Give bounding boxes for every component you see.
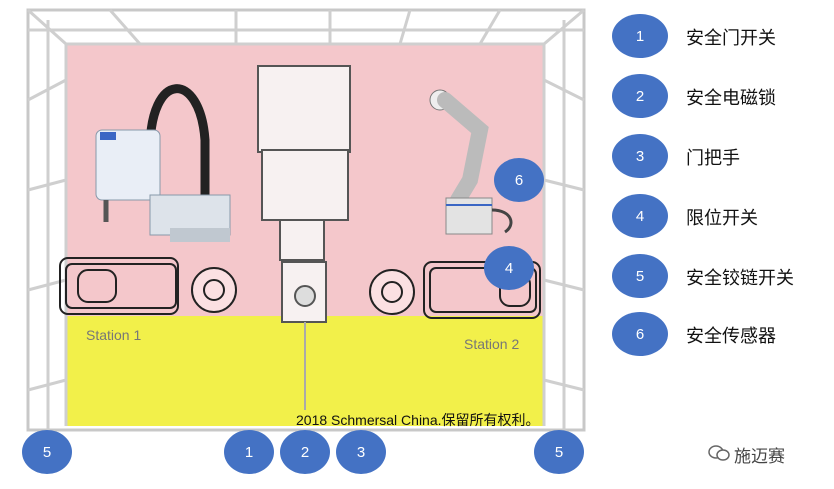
scara-robot: [95, 84, 231, 242]
marker-number: 1: [244, 443, 254, 461]
legend-number-badge: 2: [612, 74, 668, 118]
marker-solenoid-lock: 2: [280, 430, 330, 474]
legend-item-door-handle: 3 门把手: [612, 134, 834, 178]
marker-number: 2: [300, 443, 310, 461]
legend-number-badge: 4: [612, 194, 668, 238]
station-1-label: Station 1: [86, 327, 142, 343]
wechat-icon: [708, 444, 730, 467]
legend-label: 安全铰链开关: [686, 268, 794, 289]
legend-item-door-switch: 1 安全门开关: [612, 14, 834, 58]
marker-number: 6: [514, 171, 524, 189]
legend-item-solenoid-lock: 2 安全电磁锁: [612, 74, 834, 118]
marker-hinge-switch-left: 5: [22, 430, 72, 474]
marker-safety-sensor: 6: [494, 158, 544, 202]
fence-mesh: [26, 8, 585, 430]
legend-number-badge: 6: [612, 312, 668, 356]
marker-number: 5: [42, 443, 52, 461]
marker-hinge-switch-right: 5: [534, 430, 584, 474]
legend-item-hinge-switch: 5 安全铰链开关: [612, 254, 834, 298]
legend-label: 安全门开关: [686, 28, 776, 49]
marker-number: 4: [504, 259, 514, 277]
marker-door-handle: 3: [336, 430, 386, 474]
watermark-text: 施迈赛: [734, 447, 785, 467]
copyright-notice: 2018 Schmersal China.保留所有权利。: [296, 412, 540, 428]
legend-number-badge: 1: [612, 14, 668, 58]
legend-number-badge: 3: [612, 134, 668, 178]
legend-label: 限位开关: [686, 208, 758, 229]
station-2-label: Station 2: [464, 336, 520, 352]
central-machine: [257, 65, 351, 410]
legend-number-badge: 5: [612, 254, 668, 298]
marker-door-switch: 1: [224, 430, 274, 474]
legend-label: 安全电磁锁: [686, 88, 776, 109]
six-axis-robot: [429, 89, 513, 235]
watermark: 施迈赛: [708, 442, 785, 467]
station-2-fixture: [369, 261, 541, 319]
marker-limit-switch: 4: [484, 246, 534, 290]
station-1-fixture: [59, 257, 237, 315]
marker-number: 5: [554, 443, 564, 461]
legend-item-safety-sensor: 6 安全传感器: [612, 312, 834, 356]
legend-item-limit-switch: 4 限位开关: [612, 194, 834, 238]
legend-label: 门把手: [686, 148, 740, 169]
legend-label: 安全传感器: [686, 326, 776, 347]
marker-number: 3: [356, 443, 366, 461]
